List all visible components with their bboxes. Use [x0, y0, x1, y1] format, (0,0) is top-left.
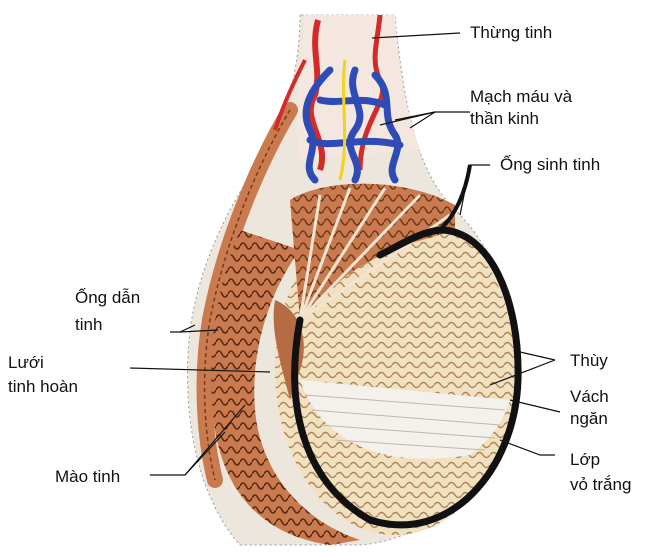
label-spermatic-cord: Thừng tinh: [470, 23, 552, 42]
label-vessels-nerves-2: thần kinh: [470, 109, 539, 128]
label-vessels-nerves-1: Mạch máu và: [470, 87, 573, 106]
label-epididymis: Mào tinh: [55, 467, 120, 486]
label-vas-deferens-1: Ống dẫn: [75, 287, 140, 307]
label-rete-testis-1: Lưới: [8, 353, 44, 372]
label-septum-2: ngăn: [570, 409, 608, 428]
label-tunica-2: vỏ trắng: [570, 475, 631, 494]
label-septum-1: Vách: [570, 387, 609, 406]
label-seminiferous-tubule: Ống sinh tinh: [500, 154, 600, 174]
label-vas-deferens-2: tinh: [75, 315, 102, 334]
label-tunica-1: Lớp: [570, 450, 600, 469]
label-lobule: Thùy: [570, 351, 608, 370]
label-rete-testis-2: tinh hoàn: [8, 377, 78, 396]
